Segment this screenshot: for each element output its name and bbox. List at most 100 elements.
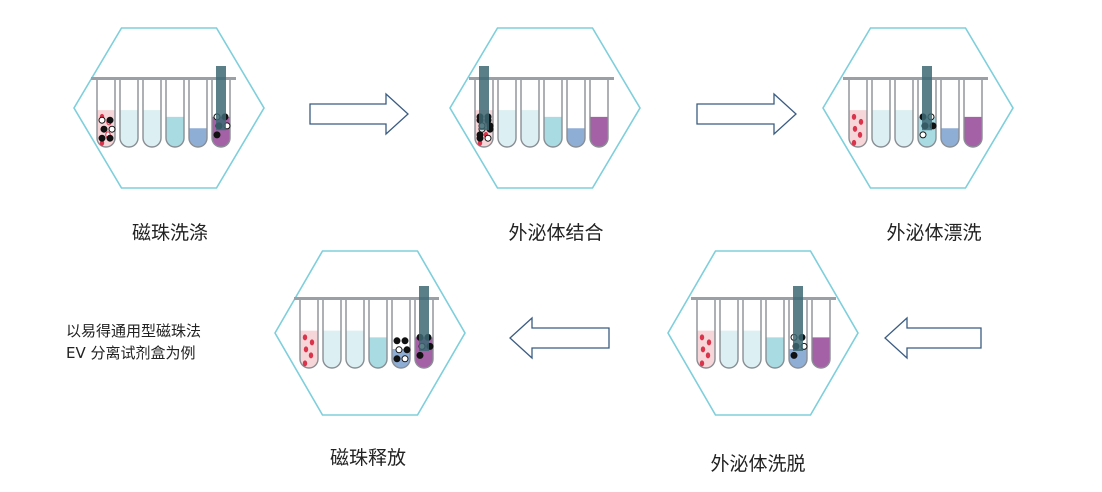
tube-liquid-1-4: [567, 128, 585, 147]
bead-1-0-4: [476, 131, 484, 139]
sample-particle-2-1: [858, 118, 864, 125]
bead-0-0-1: [106, 116, 114, 124]
hexagon-bead-release: [274, 250, 466, 416]
arrow-binding-to-rinsing: [696, 92, 797, 136]
tube-liquid-4-0: [300, 330, 318, 368]
rack-bar-4: [294, 297, 439, 300]
sample-particle-4-4: [302, 360, 308, 367]
tube-outline-2-3: [917, 80, 937, 148]
bead-4-4-4: [393, 355, 401, 363]
bead-4-4-0: [393, 337, 401, 345]
tube-outline-3-5: [811, 300, 831, 369]
magnetic-rod-2: [922, 66, 932, 131]
tube-liquid-2-1: [872, 110, 890, 147]
tube-liquid-0-4: [189, 128, 207, 147]
magnetic-rod-0: [216, 66, 226, 131]
bead-0-5-4: [213, 131, 221, 139]
rack-bar-3: [691, 297, 836, 300]
tube-liquid-1-5: [590, 116, 608, 147]
sample-particle-3-0: [699, 334, 705, 341]
tube-outline-0-3: [165, 80, 185, 148]
bead-3-4-4: [790, 351, 798, 359]
sample-particle-2-0: [851, 113, 857, 120]
bead-4-4-2: [395, 346, 403, 354]
tube-liquid-4-3: [369, 337, 387, 368]
tube-outline-0-0: [96, 80, 116, 148]
hexagon-ev-binding: [449, 27, 641, 189]
tube-liquid-3-2: [743, 330, 761, 368]
arrow-elution-to-release: [509, 316, 610, 360]
arrow-washing-to-binding: [309, 92, 409, 136]
tube-outline-0-4: [188, 80, 208, 148]
kit-note: 以易得通用型磁珠法 EV 分离试剂盒为例: [66, 320, 201, 364]
tube-rack-bead-washing: [91, 66, 236, 148]
tube-outline-1-3: [543, 80, 563, 148]
sample-particle-3-4: [699, 360, 705, 367]
sample-particle-3-2: [700, 346, 706, 353]
tube-outline-3-4: [788, 300, 808, 369]
tube-liquid-0-2: [143, 110, 161, 147]
arrow-rinsing-to-elution: [884, 316, 982, 360]
tube-outline-1-0: [474, 80, 494, 148]
bead-0-0-0: [98, 116, 106, 124]
rack-bar-1: [469, 77, 614, 80]
tube-outline-1-2: [520, 80, 540, 148]
tube-outline-2-1: [871, 80, 891, 148]
tube-liquid-2-5: [964, 116, 982, 147]
magnetic-rod-4: [419, 286, 429, 351]
tube-liquid-1-1: [498, 110, 516, 147]
hexagon-ev-rinsing: [822, 27, 1014, 189]
tube-outline-3-0: [696, 300, 716, 369]
bead-0-0-4: [98, 134, 106, 142]
tube-liquid-4-1: [323, 330, 341, 368]
tube-liquid-0-1: [120, 110, 138, 147]
sample-particle-3-1: [706, 339, 712, 346]
tube-outline-2-0: [848, 80, 868, 148]
tube-liquid-3-0: [697, 330, 715, 368]
tube-outline-2-2: [894, 80, 914, 148]
sample-particle-2-3: [857, 131, 863, 138]
bead-1-0-5: [484, 134, 492, 142]
tube-outline-4-2: [345, 300, 365, 369]
rack-bar-0: [91, 77, 236, 80]
kit-note-line-2: EV 分离试剂盒为例: [66, 344, 196, 362]
tube-liquid-0-3: [166, 116, 184, 147]
hexagon-bead-washing: [73, 27, 265, 189]
kit-note-line-1: 以易得通用型磁珠法: [66, 322, 202, 340]
sample-particle-2-4: [851, 139, 857, 146]
tube-outline-1-4: [566, 80, 586, 148]
tube-outline-4-0: [299, 300, 319, 369]
tube-outline-3-1: [719, 300, 739, 369]
tube-rack-ev-binding: [469, 66, 614, 148]
bead-4-4-5: [401, 355, 409, 363]
tube-outline-2-5: [963, 80, 983, 148]
tube-outline-3-3: [765, 300, 785, 369]
tube-outline-0-2: [142, 80, 162, 148]
tube-rack-ev-elution: [691, 286, 836, 369]
bead-0-0-2: [100, 125, 108, 133]
step-label-ev-elution: 外泌体洗脱: [710, 453, 806, 475]
tube-outline-4-3: [368, 300, 388, 369]
sample-particle-4-2: [303, 346, 309, 353]
tube-liquid-1-3: [544, 116, 562, 147]
tube-liquid-3-1: [720, 330, 738, 368]
tube-outline-0-1: [119, 80, 139, 148]
bead-4-4-1: [401, 337, 409, 345]
tube-rack-ev-rinsing: [843, 66, 988, 148]
tube-liquid-4-2: [346, 330, 364, 368]
tube-outline-2-4: [940, 80, 960, 148]
tube-outline-4-1: [322, 300, 342, 369]
hexagon-ev-elution: [667, 250, 859, 416]
tube-outline-1-1: [497, 80, 517, 148]
step-label-bead-washing: 磁珠洗涤: [131, 222, 209, 244]
sample-particle-4-1: [309, 339, 315, 346]
bead-4-5-4: [416, 351, 424, 359]
tube-liquid-2-0: [849, 110, 867, 147]
tube-outline-0-5: [211, 80, 231, 148]
magnetic-rod-1: [479, 66, 489, 131]
tube-liquid-1-2: [521, 110, 539, 147]
sample-particle-4-3: [308, 352, 314, 359]
step-label-bead-release: 磁珠释放: [329, 447, 407, 469]
